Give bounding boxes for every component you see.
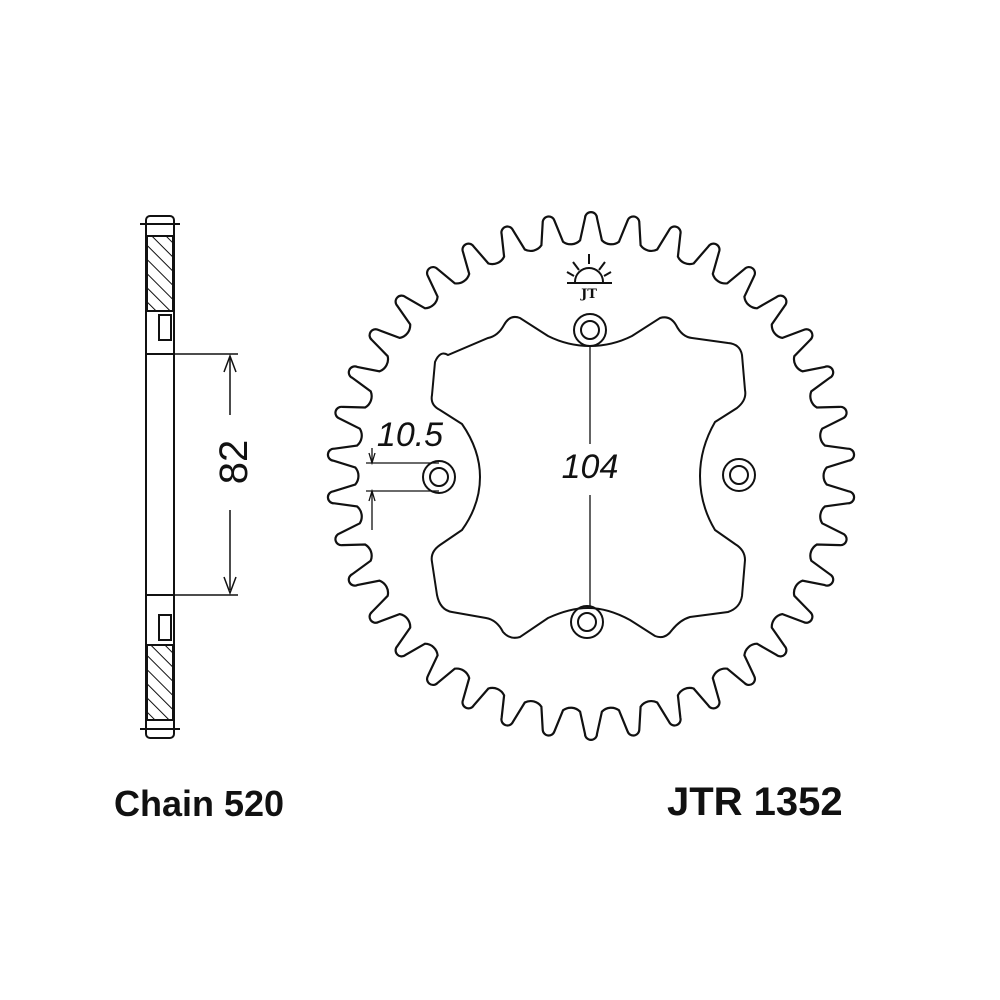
center-cutout <box>430 315 747 639</box>
dimension-104-label: 104 <box>562 448 619 486</box>
side-view <box>140 215 238 739</box>
part-number-title: JTR 1352 <box>667 780 843 824</box>
sprocket-outline <box>326 211 856 741</box>
jt-logo-icon: JT <box>566 254 612 302</box>
dimension-10-5-label: 10.5 <box>377 416 443 454</box>
bolt-holes <box>422 313 756 639</box>
chain-label: Chain 520 <box>114 783 285 824</box>
svg-text:JT: JT <box>580 287 597 302</box>
dimension-82-label: 82 <box>212 440 256 485</box>
dimension-lines <box>366 346 591 606</box>
